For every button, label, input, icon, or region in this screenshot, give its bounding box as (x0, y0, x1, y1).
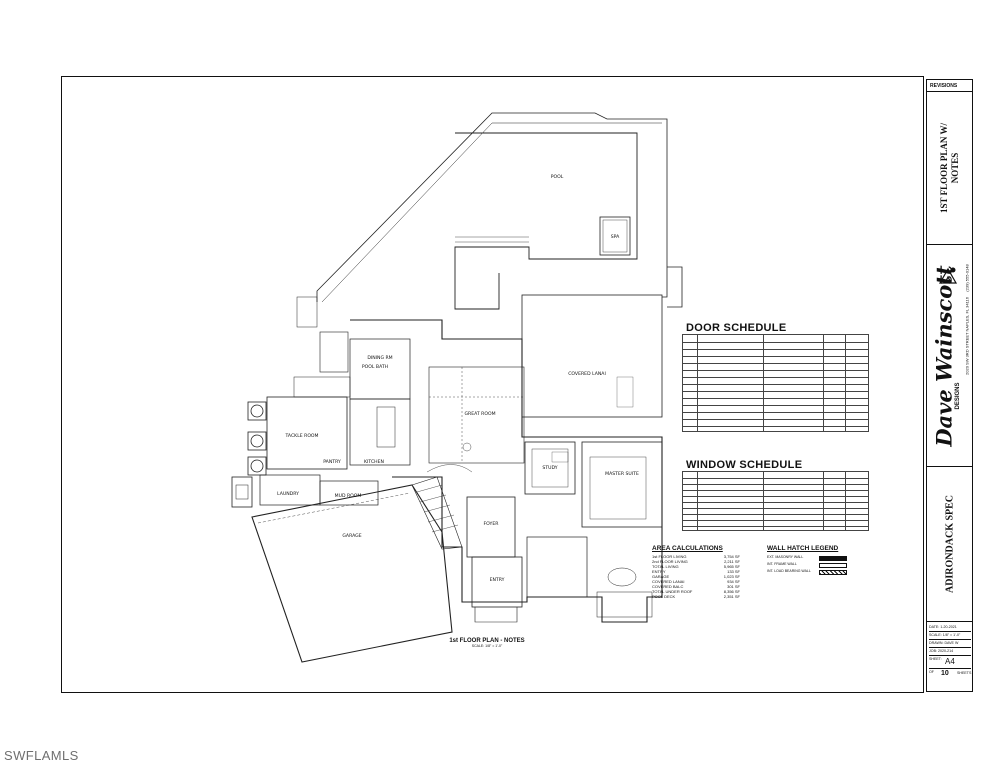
room-label-mud-room: MUD ROOM (335, 493, 362, 499)
legend-swatch (819, 556, 847, 561)
sheet-value: A4 (945, 657, 955, 666)
area-calc-label: COVERED LANAI (652, 579, 685, 584)
area-calc-row: 2nd FLOOR LIVING 2,211 SF (652, 559, 740, 564)
room-label-pool: POOL (551, 174, 564, 180)
area-calc-value: 133 SF (727, 569, 740, 574)
project-name: ADIRONDACK SPEC (944, 494, 955, 594)
date-field: DATE: 1-20-2021 (929, 624, 971, 632)
area-calc-label: 2nd FLOOR LIVING (652, 559, 688, 564)
firm-address: 2020 SW 3RD STREET NAPLES, FL 34116 (964, 296, 969, 375)
sheet-name: 1ST FLOOR PLAN W/ NOTES (938, 123, 960, 213)
drawing-sheet: POOL SPA COVERED LANAI GREAT ROOM DINING… (61, 76, 924, 693)
door-schedule-title: DOOR SCHEDULE (686, 322, 787, 334)
room-label-tackle-room: TACKLE ROOM (284, 433, 318, 439)
firm-sub: DESIGNS (954, 381, 961, 410)
area-calc-value: 2,211 SF (724, 559, 740, 564)
scale-field: SCALE: 1/8" = 1'-0" (929, 632, 971, 640)
area-calc-row: POOL DECK 2,351 SF (652, 594, 740, 599)
area-calc-row: COVERED BALC 301 SF (652, 584, 740, 589)
plan-caption-title: 1st FLOOR PLAN - NOTES (449, 638, 525, 644)
room-label-kitchen: KITCHEN (364, 459, 384, 465)
area-calc-label: TOTAL UNDER ROOF (652, 589, 693, 594)
window-schedule: WINDOW SCHEDULE (682, 457, 869, 533)
legend-label: INT. FRAME WALL (767, 562, 797, 566)
area-calc-label: GARAGE (652, 574, 670, 579)
revisions-label: REVISIONS (930, 83, 958, 89)
wall-hatch-legend: WALL HATCH LEGEND EXT. MASONRY WALL INT. … (767, 545, 847, 575)
of-label: OF (929, 670, 934, 674)
door-schedule-table (682, 334, 869, 432)
firm-phone: (239) 555-0148 (964, 263, 969, 292)
legend-swatch (819, 563, 847, 568)
area-calc-label: COVERED BALC (652, 584, 684, 589)
area-calc-value: 3,754 SF (723, 554, 740, 559)
room-label-spa: SPA (611, 234, 620, 240)
floor-plan-drawing: POOL SPA COVERED LANAI GREAT ROOM DINING… (231, 112, 683, 663)
plan-caption-scale: SCALE: 1/8" = 1'-0" (471, 644, 503, 648)
area-calc-row: TOTAL LIVING 5,965 SF (652, 564, 740, 569)
of-field: OF 10 SHEETS (929, 669, 971, 679)
area-calc-row: GARAGE 1,023 SF (652, 574, 740, 579)
area-calc-label: ENTRY (652, 569, 666, 574)
area-calc-row: COVERED LANAI 934 SF (652, 579, 740, 584)
window-schedule-table (682, 471, 869, 531)
firm-logo (937, 265, 959, 285)
watermark-label: SWFLAMLS (4, 748, 79, 763)
door-schedule: DOOR SCHEDULE (682, 320, 869, 435)
project-cell: ADIRONDACK SPEC (927, 467, 972, 622)
legend-row: INT. FRAME WALL (767, 561, 847, 568)
legend-label: EXT. MASONRY WALL (767, 555, 804, 559)
sheet-label: SHEET: (929, 657, 942, 661)
sheet-field: SHEET: A4 (929, 656, 971, 669)
of-value: 10 (941, 670, 949, 677)
area-calc-label: 1st FLOOR LIVING (652, 554, 687, 559)
legend-label: INT. LOAD BEARING WALL (767, 569, 811, 573)
window-schedule-title: WINDOW SCHEDULE (686, 459, 803, 471)
area-calc-row: 1st FLOOR LIVING 3,754 SF (652, 554, 740, 559)
sheets-word: SHEETS (957, 671, 972, 675)
legend-row: INT. LOAD BEARING WALL (767, 568, 847, 575)
legend-swatch (819, 570, 847, 575)
title-block: REVISIONS 1ST FLOOR PLAN W/ NOTES Dave W… (926, 79, 973, 692)
firm-cell: Dave Wainscott DESIGNS 2020 SW 3RD STREE… (927, 245, 972, 467)
revisions-cell: REVISIONS (927, 80, 972, 92)
room-label-garage: GARAGE (342, 533, 361, 539)
room-label-study: STUDY (542, 465, 557, 471)
room-label-pantry: PANTRY (323, 459, 341, 465)
area-calc-value: 5,965 SF (723, 564, 740, 569)
area-calc-value: 1,023 SF (723, 574, 740, 579)
room-label-foyer: FOYER (484, 521, 500, 527)
firm-name: Dave Wainscott (931, 264, 956, 447)
area-calculations-title: AREA CALCULATIONS (652, 545, 723, 552)
area-calc-row: TOTAL UNDER ROOF 8,356 SF (652, 589, 740, 594)
area-calc-label: TOTAL LIVING (652, 564, 679, 569)
info-cell: DATE: 1-20-2021 SCALE: 1/8" = 1'-0" DRAW… (927, 622, 972, 693)
legend-row: EXT. MASONRY WALL (767, 554, 847, 561)
area-calculations: AREA CALCULATIONS 1st FLOOR LIVING 3,754 … (652, 545, 740, 599)
room-label-entry: ENTRY (490, 577, 505, 583)
wall-hatch-legend-rows: EXT. MASONRY WALL INT. FRAME WALL INT. LOA… (767, 554, 847, 575)
room-label-laundry: LAUNDRY (277, 491, 299, 497)
area-calc-value: 8,356 SF (723, 589, 740, 594)
room-label-dining: DINING RM (367, 355, 392, 361)
room-label-great-room: GREAT ROOM (464, 411, 495, 417)
job-field: JOB: 2020-214 (929, 648, 971, 656)
sheet-name-cell: 1ST FLOOR PLAN W/ NOTES (927, 92, 972, 245)
room-label-pool-bath: POOL BATH (362, 364, 388, 370)
area-calc-row: ENTRY 133 SF (652, 569, 740, 574)
wall-hatch-legend-title: WALL HATCH LEGEND (767, 545, 839, 552)
area-calc-label: POOL DECK (652, 594, 676, 599)
area-calc-value: 301 SF (727, 584, 740, 589)
drawn-field: DRAWN: DAVE W (929, 640, 971, 648)
room-label-lanai: COVERED LANAI (568, 371, 606, 377)
area-calc-value: 934 SF (727, 579, 740, 584)
area-calc-value: 2,351 SF (723, 594, 740, 599)
plan-caption: 1st FLOOR PLAN - NOTES SCALE: 1/8" = 1'-… (442, 638, 532, 648)
room-label-master-suite: MASTER SUITE (605, 471, 639, 477)
